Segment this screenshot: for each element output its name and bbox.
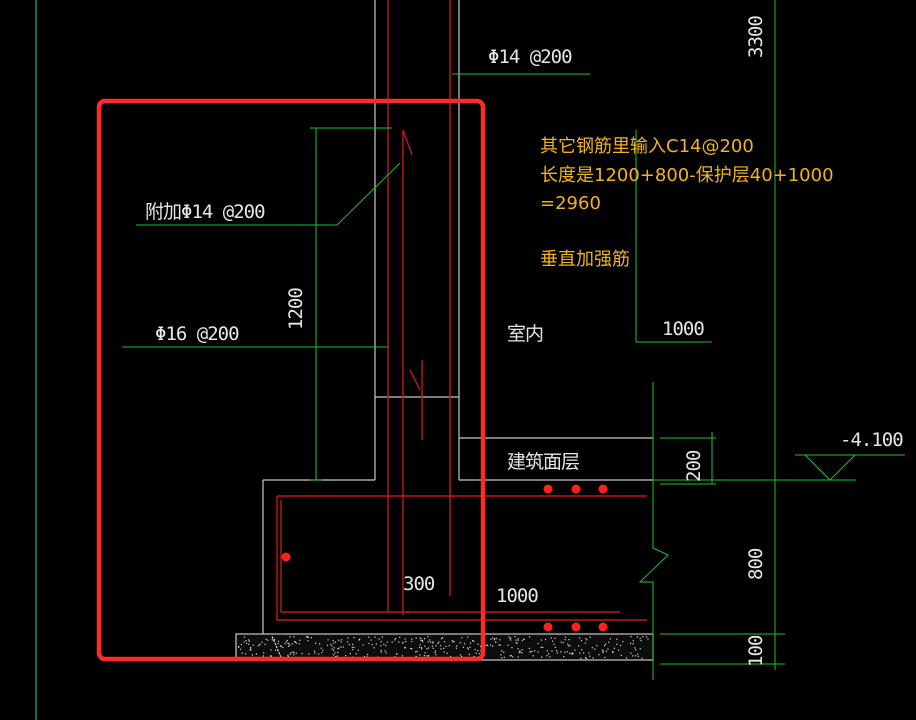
- highlight-box: [96, 98, 486, 662]
- dim-label-1200: 1200: [285, 288, 307, 330]
- floor-layer-label: 建筑面层: [507, 451, 579, 473]
- annotation-line-3: =2960: [540, 193, 601, 214]
- annotation-line-4: 垂直加强筋: [540, 249, 630, 270]
- cushion-layer: [235, 633, 654, 661]
- dim-label-1000-footing: 1000: [496, 585, 538, 607]
- dim-label-200: 200: [683, 450, 705, 482]
- dim-label-800: 800: [745, 548, 767, 580]
- dimension-lines: [122, 73, 905, 680]
- dim-label-100: 100: [745, 635, 767, 667]
- rebar-label-top: Φ14 @200: [488, 46, 572, 68]
- elevation-label: -4.100: [840, 429, 903, 451]
- rebar-label-additional: 附加Φ14 @200: [145, 201, 265, 223]
- annotation-line-2: 长度是1200+800-保护层40+1000: [540, 165, 834, 186]
- dim-label-300: 300: [403, 573, 435, 595]
- dim-label-3300: 3300: [745, 16, 767, 58]
- annotation-line-1: 其它钢筋里输入C14@200: [540, 136, 754, 157]
- dim-label-1000-indoor: 1000: [662, 318, 704, 340]
- rebar-dots: [281, 484, 608, 632]
- concrete-wall-outline: [262, 0, 653, 634]
- footing-rebars: [276, 495, 647, 621]
- rebar-label-main: Φ16 @200: [155, 323, 239, 345]
- indoor-label: 室内: [507, 323, 543, 345]
